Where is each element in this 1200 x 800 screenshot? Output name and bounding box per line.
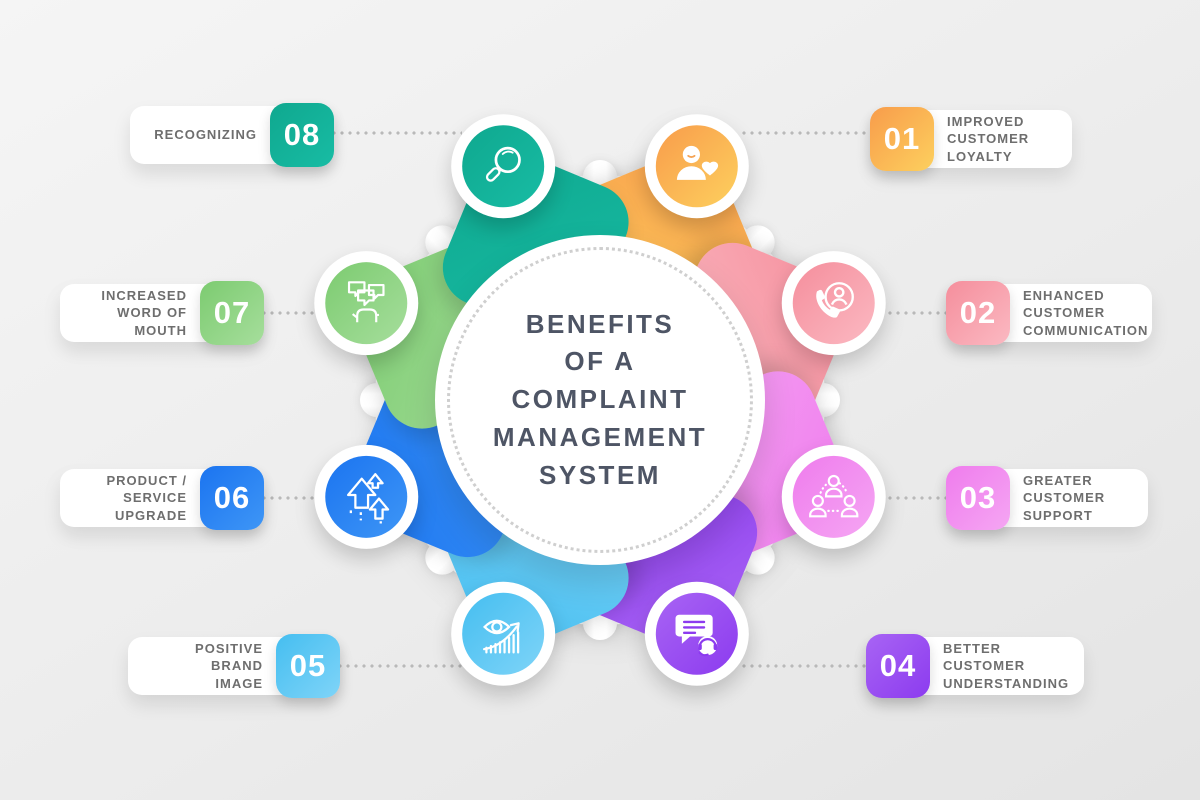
benefit-label: BETTER CUSTOMER UNDERSTANDING [943,641,1070,691]
connector-dotted-line [886,496,946,500]
benefit-label: PRODUCT / SERVICE UPGRADE [106,473,187,523]
connector-dotted-line [336,664,462,668]
icon-node-recognizing [451,114,556,219]
benefit-number-badge: 04 [866,634,930,698]
connector-dotted-line [330,131,462,135]
support-agent-chat-icon [675,614,718,657]
icon-node-enhanced-communication [781,251,886,356]
benefit-number-badge: 08 [270,103,334,167]
benefit-number-badge: 03 [946,466,1010,530]
benefit-card-positive-brand: POSITIVE BRAND IMAGE 05 [128,634,340,698]
icon-node-product-upgrade [314,444,419,549]
icon-node-improved-loyalty [644,114,749,219]
benefit-number-badge: 02 [946,281,1010,345]
connector-dotted-line [886,311,946,315]
benefit-number-badge: 06 [200,466,264,530]
benefit-label: ENHANCED CUSTOMER COMMUNICATION [1023,288,1149,338]
connector-dotted-line [260,496,316,500]
team-network-icon [809,474,859,518]
connector-dotted-line [740,131,872,135]
benefit-label: IMPROVED CUSTOMER LOYALTY [947,114,1030,164]
benefit-card-product-upgrade: PRODUCT / SERVICE UPGRADE 06 [60,466,264,530]
benefit-label: GREATER CUSTOMER SUPPORT [1023,473,1106,523]
benefit-card-improved-loyalty: 01 IMPROVED CUSTOMER LOYALTY [870,107,1072,171]
benefit-card-enhanced-communication: 02 ENHANCED CUSTOMER COMMUNICATION [946,281,1152,345]
benefit-number-badge: 01 [870,107,934,171]
connector-dotted-line [740,664,868,668]
dotted-ring [447,247,753,553]
benefit-card-greater-support: 03 GREATER CUSTOMER SUPPORT [946,466,1148,530]
benefit-number-badge: 07 [200,281,264,345]
center-circle: BENEFITS OF A COMPLAINT MANAGEMENT SYSTE… [435,235,765,565]
benefit-card-recognizing: RECOGNIZING 08 [130,103,334,167]
benefit-number-badge: 05 [276,634,340,698]
upgrade-arrows-icon [347,473,390,524]
benefit-card-better-understanding: 04 BETTER CUSTOMER UNDERSTANDING [866,634,1084,698]
connector-dotted-line [260,311,316,315]
benefit-card-word-of-mouth: INCREASED WORD OF MOUTH 07 [60,281,264,345]
icon-node-word-of-mouth [314,251,419,356]
magnifier-icon [485,146,521,182]
icon-node-better-understanding [644,581,749,686]
benefit-label: POSITIVE BRAND IMAGE [195,641,263,691]
benefit-label: RECOGNIZING [154,127,257,143]
icon-node-greater-support [781,444,886,549]
word-of-mouth-icon [347,281,385,323]
benefit-label: INCREASED WORD OF MOUTH [101,288,187,338]
user-heart-icon [676,145,719,180]
icon-node-positive-brand [451,581,556,686]
phone-contact-icon [816,282,854,318]
insight-growth-icon [483,619,520,654]
